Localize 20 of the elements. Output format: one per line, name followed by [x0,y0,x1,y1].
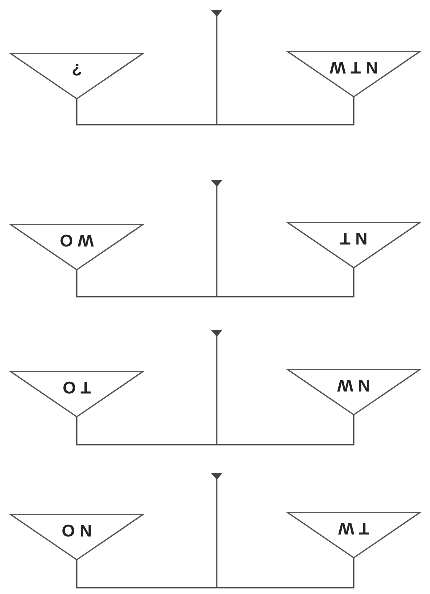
pan-label: T O [62,377,92,397]
pan-label: W O [60,230,94,250]
pan-label: N W [337,375,371,395]
scale-pan [287,512,421,558]
scale-pan [287,369,421,415]
scale-pan [10,224,144,270]
balance-beam [76,558,355,589]
pan-label: N T [340,228,368,248]
balance-beam [76,97,355,126]
scale-pan [10,371,144,417]
scale-pan [10,514,144,560]
scale-pan [287,51,421,97]
scale-pan [10,53,144,99]
pan-label: T W [338,518,370,538]
pan-label: N O [62,520,92,540]
balance-beam [76,268,355,298]
balance-beam [76,415,355,446]
pan-label: ? [72,59,82,79]
pan-label: N T W [330,57,378,77]
scale-pan [287,222,421,268]
